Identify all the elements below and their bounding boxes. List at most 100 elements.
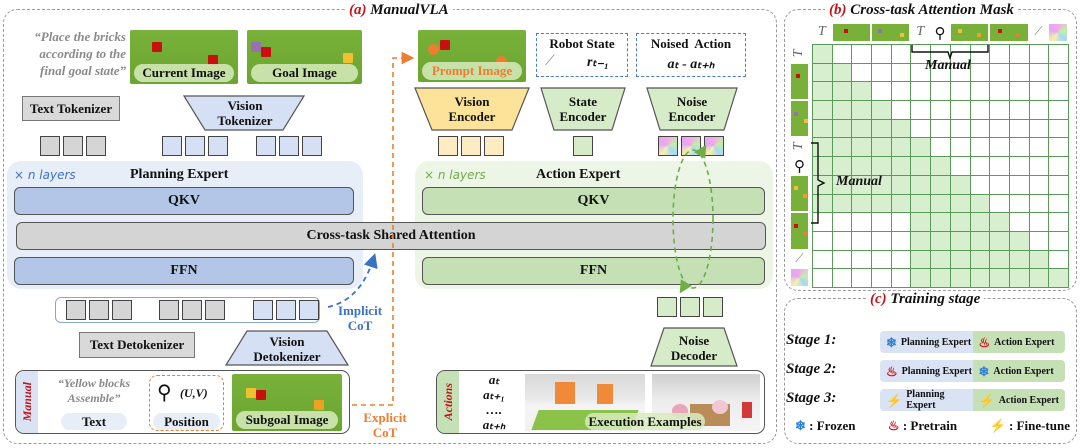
mask-cell <box>1029 269 1050 288</box>
vision-token <box>256 136 276 156</box>
mask-cell <box>1009 101 1030 120</box>
output-text-tokens-1 <box>66 300 135 325</box>
mask-cell <box>832 82 853 102</box>
mask-cell <box>1029 250 1050 270</box>
mask-cell <box>1029 63 1050 83</box>
snowflake-icon: ❄ <box>886 334 897 350</box>
text-token-header: T <box>791 142 807 151</box>
mask-cell <box>990 250 1010 270</box>
mask-cell <box>891 194 912 214</box>
mask-cell <box>872 101 892 120</box>
mask-cell <box>931 269 951 288</box>
mask-cell <box>1029 138 1050 158</box>
prompt-image-thumbnail <box>990 24 1028 41</box>
mask-cell <box>990 194 1010 214</box>
text-token <box>86 136 106 156</box>
mask-cell <box>1049 138 1069 158</box>
action-token <box>657 297 677 317</box>
cross-task-shared-attention: Cross-task Shared Attention <box>16 222 766 250</box>
vision-detokenizer-shape <box>225 330 349 366</box>
mask-cell <box>950 269 971 288</box>
mask-cell <box>931 231 951 251</box>
noise-encoder-shape <box>646 87 738 131</box>
prompt-image-label: Prompt Image <box>422 62 522 80</box>
execution-examples-label: Execution Examples <box>585 413 705 430</box>
mask-cell <box>990 45 1010 64</box>
noised-action-box: Noised Action aₜ - aₜ₊ₕ <box>636 33 746 77</box>
text-token <box>159 300 179 320</box>
snowflake-icon: ❄ <box>795 418 806 433</box>
vision-token <box>279 136 299 156</box>
mask-cell <box>832 231 853 251</box>
mask-cell <box>1029 175 1050 195</box>
mask-cell <box>832 101 853 120</box>
mask-cell <box>931 138 951 158</box>
mask-cell <box>832 157 853 176</box>
mask-cell <box>852 157 873 176</box>
mask-cell <box>832 45 853 64</box>
vision-token <box>185 136 205 156</box>
mask-cell <box>872 269 892 288</box>
mask-cell <box>990 138 1010 158</box>
text-token-header: T <box>916 24 925 39</box>
panel-c-title: (c) Training stage <box>866 291 985 308</box>
noised-action-title: Noised Action <box>650 36 732 51</box>
text-token <box>89 300 109 320</box>
position-coord: (U,V) <box>180 386 208 400</box>
mask-cell <box>1049 119 1069 139</box>
action-expert-title: Action Expert <box>536 167 621 182</box>
mask-cell <box>1049 63 1069 83</box>
mask-cell <box>990 175 1010 195</box>
text-token-header: T <box>791 49 807 58</box>
stage-1-label: Stage 1: <box>786 332 837 348</box>
position-label: Position <box>153 413 220 430</box>
mask-cell <box>872 250 892 270</box>
mask-cell <box>852 82 873 102</box>
mask-cell <box>911 175 932 195</box>
stage-3-action: ⚡Action Expert <box>972 389 1065 411</box>
vision-encoder-tokens <box>438 136 507 161</box>
vision-token <box>438 136 458 156</box>
manual-text-label: Text <box>61 413 127 430</box>
planning-ffn: FFN <box>14 257 354 285</box>
mask-cell <box>911 231 932 251</box>
mask-cell <box>950 213 971 232</box>
noise-tokens <box>658 136 727 161</box>
flame-icon: ♨ <box>886 363 898 379</box>
mask-cell <box>891 82 912 102</box>
panel-a-title: (a) ManualVLA <box>345 2 453 19</box>
lightning-icon: ⚡ <box>989 418 1006 433</box>
mask-cell <box>911 269 932 288</box>
mask-cell <box>931 213 951 232</box>
mask-cell <box>1009 82 1030 102</box>
mask-cell <box>813 63 833 83</box>
vision-token <box>484 136 504 156</box>
stage-1-action: ♨Action Expert <box>972 331 1065 353</box>
mask-cell <box>950 175 971 195</box>
mask-cell <box>1009 213 1030 232</box>
vision-token <box>253 300 273 320</box>
mask-cell <box>950 250 971 270</box>
mask-cell <box>931 63 951 83</box>
mask-cell <box>970 45 991 64</box>
action-layers-label: × n layers <box>424 168 486 182</box>
mask-cell <box>911 82 932 102</box>
mask-cell <box>852 231 873 251</box>
mask-cell <box>813 250 833 270</box>
text-token <box>205 300 225 320</box>
state-token <box>573 136 596 161</box>
mask-cell <box>1029 82 1050 102</box>
mask-cell <box>891 45 912 64</box>
mask-cell <box>1009 269 1030 288</box>
mask-cell <box>931 45 951 64</box>
mask-cell <box>990 157 1010 176</box>
noise-icon <box>1049 24 1067 41</box>
state-token-cell <box>573 136 593 156</box>
attention-mask-grid <box>812 44 1069 288</box>
manual-side-label: Manual <box>19 382 34 422</box>
current-image: Current Image <box>130 30 238 84</box>
action-ffn: FFN <box>422 257 765 285</box>
mask-cell <box>891 119 912 139</box>
manual-brace-left <box>811 142 826 224</box>
